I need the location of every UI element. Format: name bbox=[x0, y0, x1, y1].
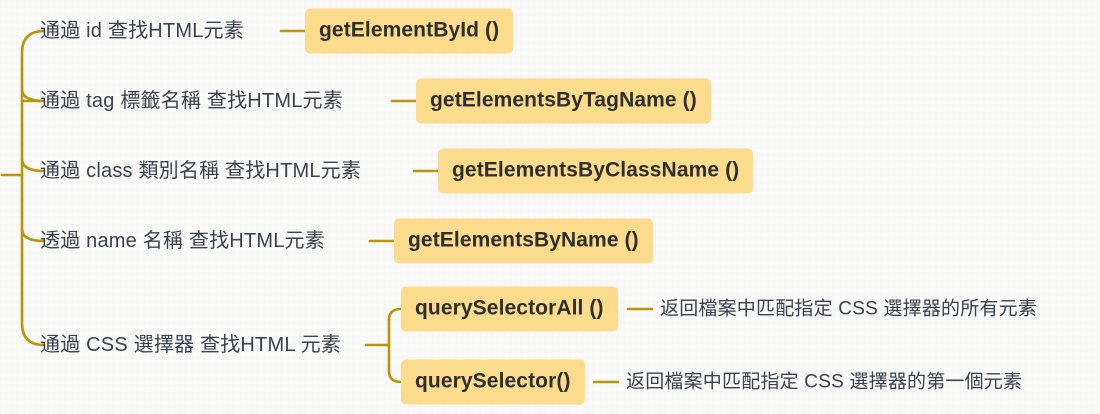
method-badge-get-elements-by-tag-name[interactable]: getElementsByTagName () bbox=[416, 78, 711, 124]
node-label-by-css-selector: 通過 CSS 選擇器 查找HTML 元素 bbox=[40, 334, 342, 356]
node-label-by-tag: 通過 tag 標籤名稱 查找HTML元素 bbox=[40, 90, 343, 112]
method-badge-query-selector[interactable]: querySelector() bbox=[401, 359, 585, 405]
node-label-by-name: 透過 name 名稱 查找HTML元素 bbox=[40, 230, 325, 252]
method-badge-get-elements-by-name[interactable]: getElementsByName () bbox=[394, 218, 653, 264]
node-label-by-id: 通過 id 查找HTML元素 bbox=[40, 20, 244, 42]
node-label-by-class: 通過 class 類別名稱 查找HTML元素 bbox=[40, 160, 362, 182]
sub-branch-curve-top bbox=[387, 307, 403, 322]
method-badge-get-elements-by-class-name[interactable]: getElementsByClassName () bbox=[438, 148, 754, 194]
method-badge-query-selector-all[interactable]: querySelectorAll () bbox=[401, 286, 618, 332]
main-spine bbox=[20, 29, 46, 347]
description-query-selector-all: 返回檔案中匹配指定 CSS 選擇器的所有元素 bbox=[660, 298, 1038, 320]
sub-branch-curve-bottom bbox=[387, 369, 403, 384]
method-badge-get-element-by-id[interactable]: getElementById () bbox=[305, 8, 514, 54]
description-query-selector: 返回檔案中匹配指定 CSS 選擇器的第一個元素 bbox=[626, 371, 1023, 393]
